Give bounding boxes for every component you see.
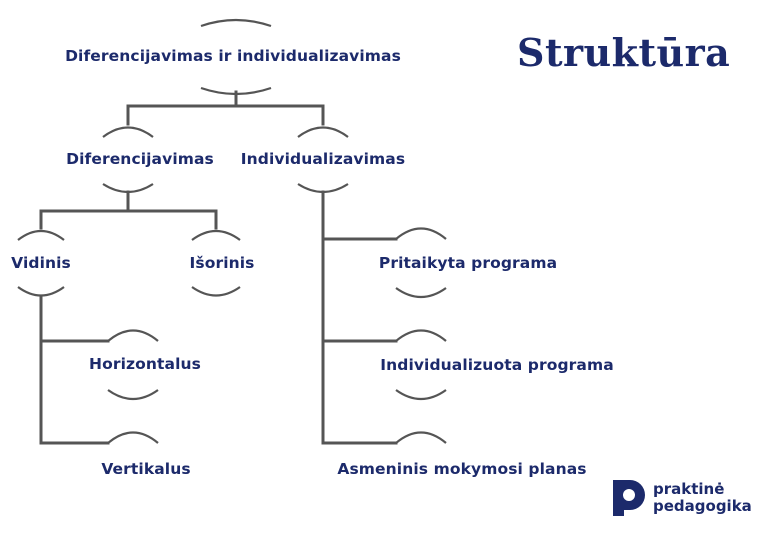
node-individualizavimas: Individualizavimas	[240, 150, 406, 168]
node-asmeninis-mokymosi-planas: Asmeninis mokymosi planas	[337, 460, 587, 478]
brand-logo-line1: praktinė	[653, 480, 725, 498]
node-isorinis: Išorinis	[189, 254, 255, 272]
node-pritaikyta-programa: Pritaikyta programa	[378, 254, 558, 272]
page-title: Struktūra	[517, 30, 731, 75]
node-individualizuota-programa: Individualizuota programa	[380, 356, 614, 374]
node-diferencijavimas: Diferencijavimas	[66, 150, 214, 168]
node-vertikalus: Vertikalus	[101, 460, 191, 478]
brand-logo-line2: pedagogika	[653, 497, 752, 515]
brand-logo-text: praktinė pedagogika	[653, 481, 752, 515]
node-root: Diferencijavimas ir individualizavimas	[65, 47, 401, 65]
node-horizontalus: Horizontalus	[89, 355, 201, 373]
brand-logo: praktinė pedagogika	[612, 480, 762, 520]
brand-logo-icon	[613, 480, 645, 516]
node-vidinis: Vidinis	[11, 254, 71, 272]
